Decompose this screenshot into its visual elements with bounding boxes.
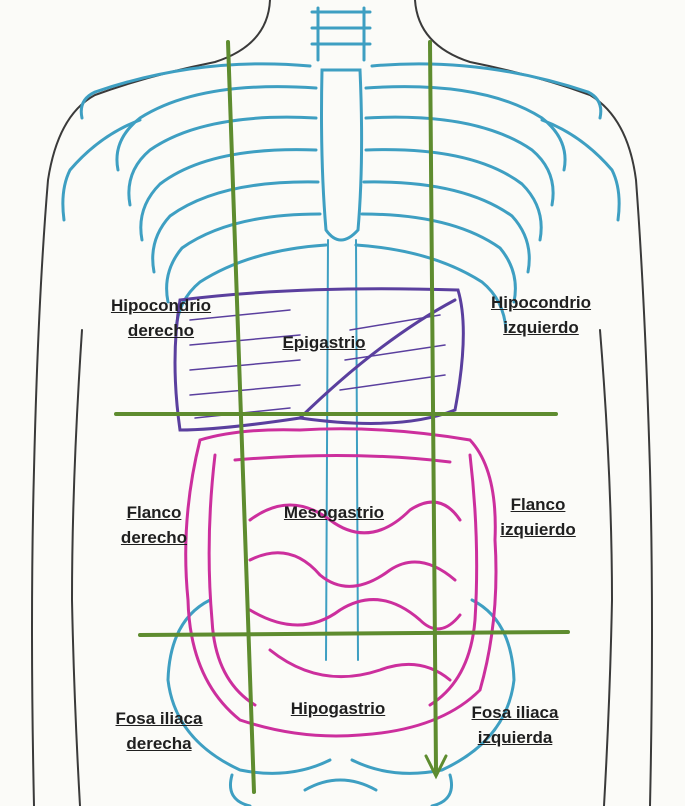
liver-stomach [175, 289, 463, 430]
label-hipocondrio-derecho: Hipocondrio derecho [111, 293, 211, 343]
label-hipocondrio-izquierdo: Hipocondrio izquierdo [491, 290, 591, 340]
label-fosa-iliaca-derecha: Fosa iliaca derecha [116, 706, 203, 756]
skeleton [63, 8, 619, 806]
label-mesogastrio: Mesogastrio [284, 500, 384, 525]
body-outline [32, 0, 652, 806]
intestines [186, 429, 496, 736]
label-flanco-izquierdo: Flanco izquierdo [500, 492, 576, 542]
label-fosa-iliaca-izquierda: Fosa iliaca izquierda [472, 700, 559, 750]
label-flanco-derecho: Flanco derecho [121, 500, 187, 550]
label-epigastrio: Epigastrio [282, 330, 365, 355]
division-lines [116, 42, 568, 792]
label-hipogastrio: Hipogastrio [291, 696, 385, 721]
